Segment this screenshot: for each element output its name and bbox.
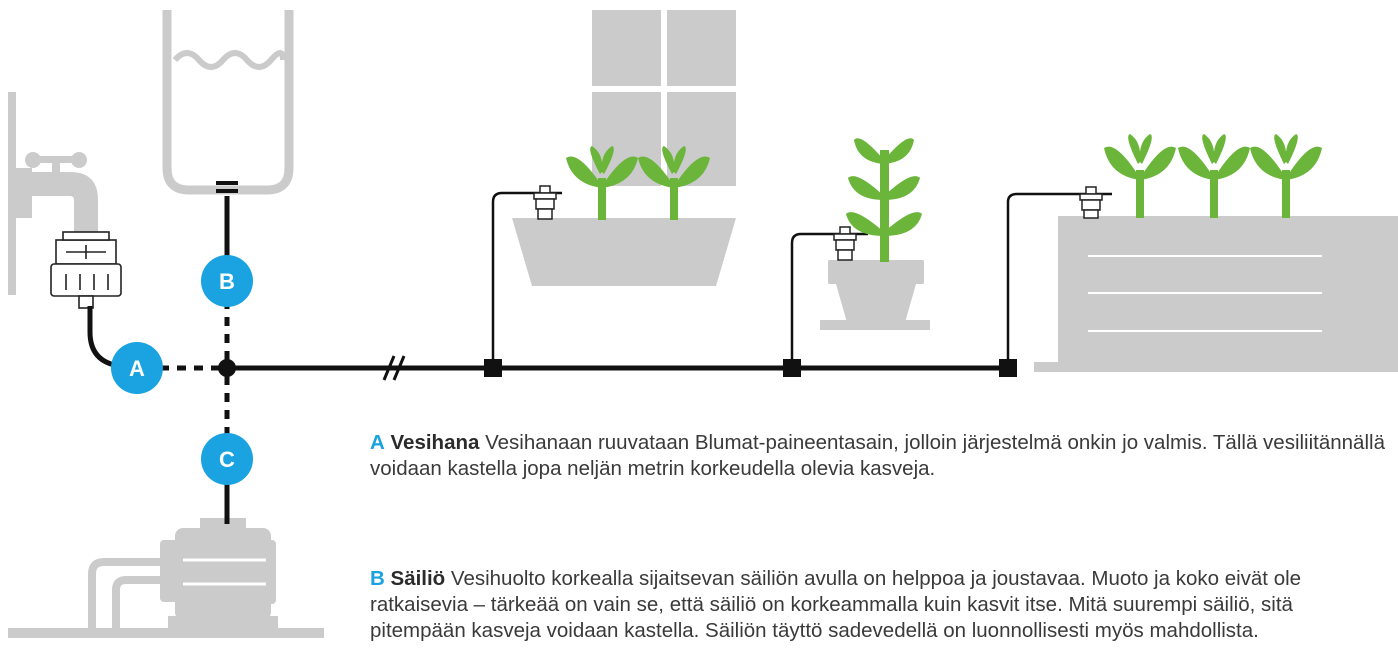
- tank-connector-icon: [216, 181, 238, 193]
- plant-icon: [1104, 134, 1176, 218]
- plant-icon: [566, 146, 638, 220]
- flower-pot-icon: [820, 260, 930, 330]
- description-b: B Säiliö Vesihuolto korkealla sijaitseva…: [370, 566, 1390, 644]
- description-a: A Vesihana Vesihanaan ruuvataan Blumat-p…: [370, 430, 1390, 482]
- badge-b: B: [201, 255, 253, 307]
- window-icon: [592, 10, 736, 186]
- drip-sensor-icon: [533, 185, 557, 220]
- description-b-letter: B: [370, 567, 385, 590]
- plant-icon: [1178, 134, 1250, 218]
- optional-connections: [160, 300, 230, 440]
- drip-sensor-icon: [833, 226, 857, 261]
- pump-icon: [8, 518, 324, 638]
- badge-c-letter: C: [219, 447, 235, 472]
- description-b-title: Säiliö: [390, 567, 446, 590]
- drip-lines: [491, 191, 1112, 360]
- badge-b-letter: B: [219, 269, 235, 294]
- raised-bed-icon: [1034, 216, 1398, 372]
- plant-icon: [846, 138, 922, 262]
- t-connector: [999, 359, 1017, 377]
- junction-point: [218, 359, 236, 377]
- description-a-letter: A: [370, 431, 385, 454]
- description-b-text: Vesihuolto korkealla sijaitsevan säiliön…: [370, 567, 1302, 642]
- t-connector: [783, 359, 801, 377]
- plant-icon: [1250, 134, 1322, 218]
- badge-c: C: [201, 433, 253, 485]
- t-connector: [484, 359, 502, 377]
- drip-sensor-icon: [1079, 186, 1103, 219]
- plant-icon: [638, 146, 710, 220]
- break-mark: [382, 355, 406, 381]
- description-a-title: Vesihana: [390, 431, 480, 454]
- water-tap-icon: [8, 92, 98, 295]
- water-tank-icon: [162, 10, 294, 195]
- badge-a: A: [111, 342, 163, 394]
- badge-a-letter: A: [129, 356, 145, 381]
- pressure-regulator-icon: [50, 231, 122, 309]
- description-a-text: Vesihanaan ruuvataan Blumat-paineentasai…: [370, 431, 1385, 480]
- planter-box-icon: [512, 218, 736, 286]
